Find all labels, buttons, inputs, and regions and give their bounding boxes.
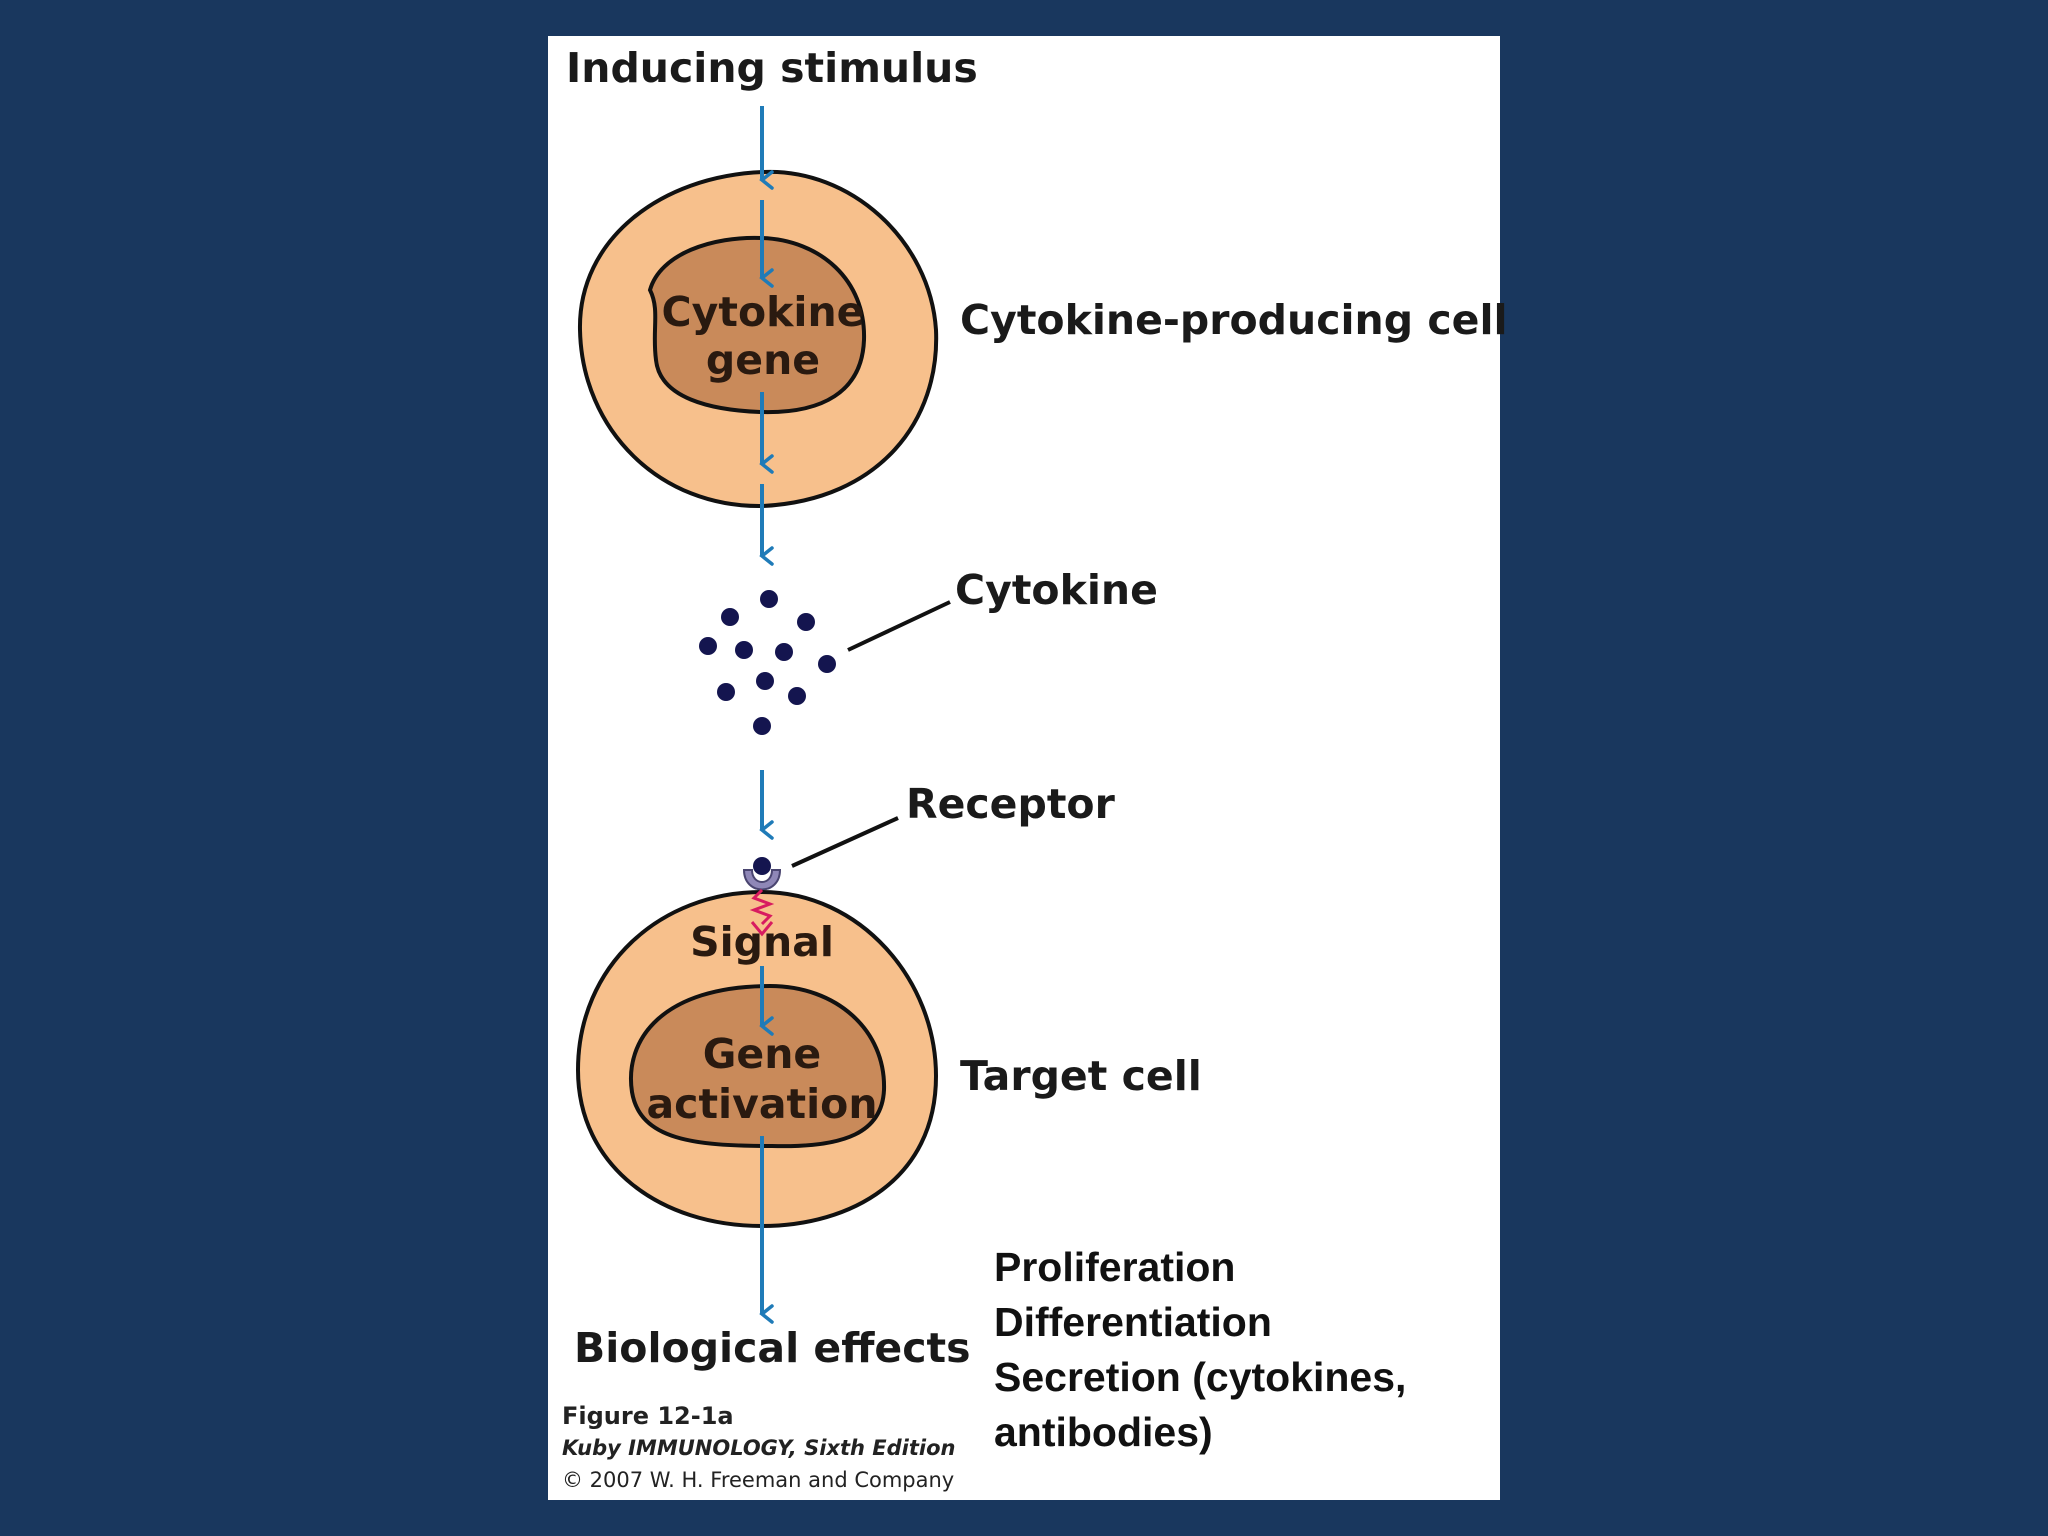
biological-effects-label: Biological effects bbox=[574, 1324, 971, 1372]
copyright-line: © 2007 W. H. Freeman and Company bbox=[562, 1468, 955, 1492]
target-nucleus-line2: activation bbox=[646, 1080, 877, 1128]
producing-nucleus-line1: Cytokine bbox=[662, 288, 865, 336]
signal-label: Signal bbox=[690, 918, 834, 966]
figure-credit: Figure 12-1a Kuby IMMUNOLOGY, Sixth Edit… bbox=[562, 1400, 962, 1496]
target-cell bbox=[575, 889, 939, 1229]
receptor bbox=[742, 857, 782, 891]
receptor-pointer-line bbox=[791, 816, 899, 868]
book-title: Kuby IMMUNOLOGY, Sixth Edition bbox=[562, 1436, 956, 1460]
producing-cell-label: Cytokine-producing cell bbox=[960, 296, 1508, 344]
receptor-label: Receptor bbox=[906, 780, 1116, 828]
effect-item: Proliferation bbox=[994, 1244, 1236, 1290]
inducing-stimulus-label: Inducing stimulus bbox=[566, 44, 978, 92]
effects-list: Proliferation Differentiation Secretion … bbox=[994, 1240, 1494, 1460]
effect-item: antibodies) bbox=[994, 1409, 1213, 1455]
cytokine-dots bbox=[699, 590, 836, 735]
producing-cell-nucleus bbox=[647, 235, 867, 415]
figure-number: Figure 12-1a bbox=[562, 1402, 734, 1430]
bound-cytokine-dot bbox=[753, 857, 771, 875]
target-nucleus-line1: Gene bbox=[703, 1030, 821, 1078]
effect-item: Secretion (cytokines, bbox=[994, 1354, 1407, 1400]
signal-squiggle bbox=[749, 888, 775, 926]
signal-arrowhead bbox=[750, 921, 774, 937]
producing-nucleus-line2: gene bbox=[706, 336, 820, 384]
cytokine-producing-cell bbox=[577, 169, 939, 509]
effect-item: Differentiation bbox=[994, 1299, 1272, 1345]
cytokine-pointer-line bbox=[847, 600, 951, 652]
target-cell-label: Target cell bbox=[960, 1052, 1202, 1100]
cytokine-label: Cytokine bbox=[955, 566, 1158, 614]
